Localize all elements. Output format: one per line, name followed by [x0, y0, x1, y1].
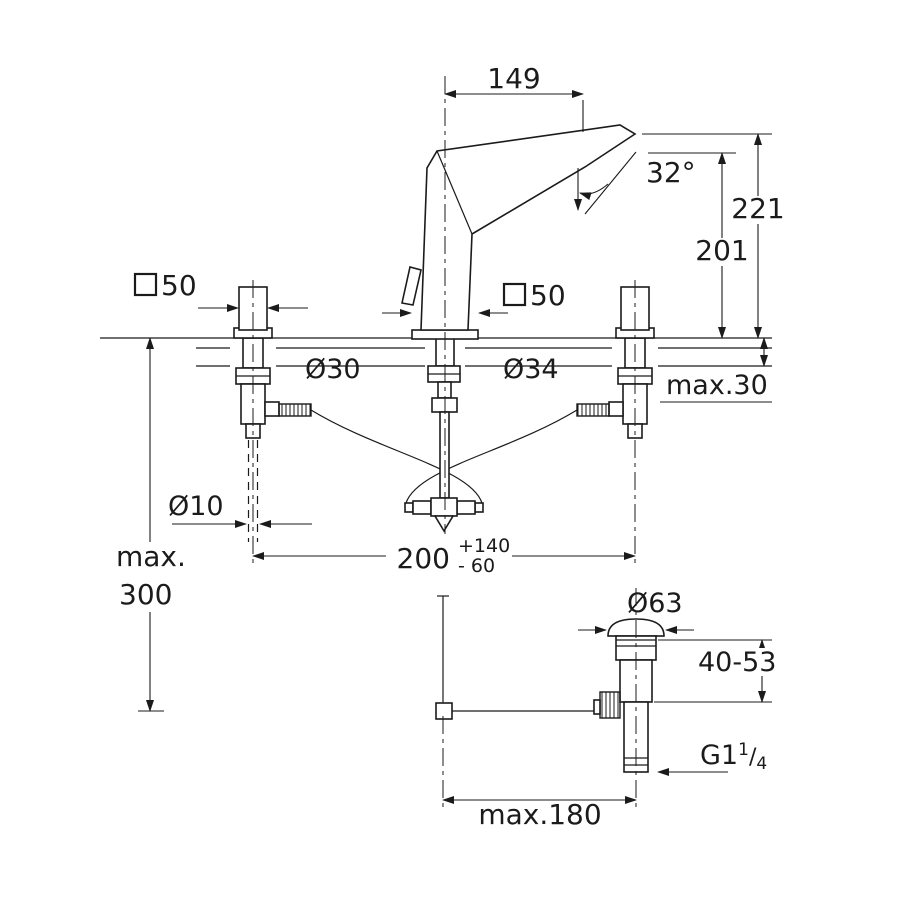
- dim-waste-flange: Ø63: [578, 588, 694, 634]
- dim-rod-diameter: Ø10: [168, 491, 312, 528]
- dim-hole-diameters: Ø30 Ø34: [305, 354, 559, 385]
- waste-assembly: [593, 618, 665, 773]
- dim-label-left-hole: Ø30: [305, 354, 361, 385]
- dim-angle: 32°: [574, 151, 696, 215]
- dim-spread: 200 +140 - 60: [252, 534, 636, 578]
- dim-label-depth-max-value: 300: [119, 578, 172, 611]
- right-valve-body: [576, 337, 653, 439]
- dim-left-handle-square: 50: [133, 269, 308, 312]
- dim-waste-range: 40-53: [654, 639, 776, 703]
- dim-depth-max: max. 300: [108, 337, 186, 712]
- dim-spout-square: 50: [382, 279, 566, 317]
- square-symbol: [133, 272, 158, 297]
- dim-label-spout-reach: 149: [487, 62, 540, 95]
- thread-denominator: 4: [756, 754, 767, 774]
- spout-outline: [420, 124, 637, 331]
- dim-waste-thread: G11/4: [657, 740, 767, 776]
- dim-label-angle: 32°: [646, 156, 696, 189]
- dim-rod-length: max.180: [442, 796, 637, 831]
- thread-numerator: 1: [738, 740, 749, 760]
- dim-label-spread-minus: - 60: [458, 555, 495, 577]
- flexible-hose-right: [405, 409, 578, 504]
- centerlines: [252, 76, 637, 808]
- left-braided-hose: [278, 403, 312, 417]
- tee-connector: [404, 497, 484, 533]
- dim-label-center-hole: Ø34: [503, 354, 559, 385]
- flexible-hose-left: [310, 409, 483, 504]
- dim-label-depth-max-word: max.: [116, 540, 186, 573]
- dim-deck-thickness: max.30: [660, 337, 772, 403]
- popup-rod-knob: [401, 266, 422, 306]
- dim-height-total: 221: [642, 133, 785, 339]
- dim-label-deck-max: max.30: [666, 370, 768, 401]
- dim-label-left-handle-square: 50: [161, 269, 197, 302]
- dim-label-rod-dia: Ø10: [168, 491, 224, 522]
- square-symbol: [502, 282, 527, 307]
- dim-label-waste-range: 40-53: [698, 647, 776, 678]
- dim-label-spout-square: 50: [530, 279, 566, 312]
- flexible-hoses: [310, 409, 578, 504]
- thread-base: G1: [700, 740, 738, 771]
- dim-label-spread-plus: +140: [458, 535, 510, 557]
- center-supply-pipe: [427, 337, 461, 499]
- dim-label-waste-flange: Ø63: [627, 588, 683, 619]
- dim-label-spread: 200: [397, 542, 450, 575]
- dim-label-waste-thread: G11/4: [700, 740, 767, 774]
- dim-height-spout: 201: [648, 152, 749, 339]
- rod-corner-joint: [435, 702, 453, 720]
- waste-pivot-nut: [599, 691, 621, 719]
- spout-unit: [401, 124, 637, 340]
- thread-slash: /: [749, 745, 757, 770]
- dim-label-height-total: 221: [731, 192, 784, 225]
- popup-rod: [435, 595, 596, 720]
- left-valve-body: [235, 337, 312, 542]
- dim-label-height-spout: 201: [695, 234, 748, 267]
- dim-label-rod-length: max.180: [478, 798, 601, 831]
- dim-spout-reach: 149: [444, 62, 584, 132]
- spout-crease: [436, 150, 473, 235]
- right-braided-hose: [576, 403, 610, 417]
